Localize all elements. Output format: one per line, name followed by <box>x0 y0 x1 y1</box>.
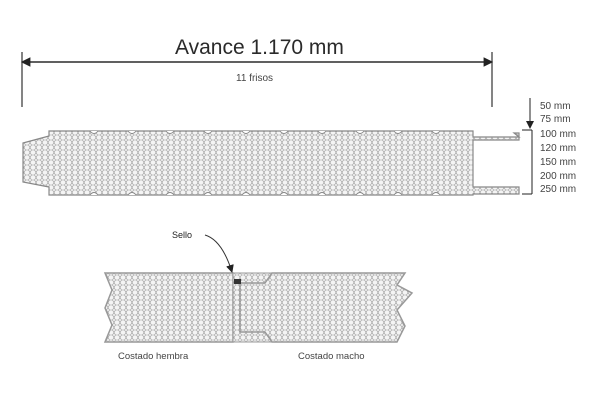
advance-width-label: Avance 1.170 mm <box>175 36 344 59</box>
male-side-label: Costado macho <box>298 351 365 362</box>
seal-mark <box>234 279 241 284</box>
female-side-label: Costado hembra <box>118 351 189 362</box>
dimension-line <box>20 52 494 107</box>
seal-label: Sello <box>172 230 193 240</box>
thickness-label: 50 mm <box>540 101 571 112</box>
thickness-label: 75 mm <box>540 114 571 125</box>
ribs-count-label: 11 frisos <box>236 73 274 84</box>
thickness-label: 120 mm <box>540 143 577 154</box>
panel-cross-section <box>22 98 534 196</box>
joint-detail <box>103 234 414 343</box>
thickness-label: 200 mm <box>540 171 577 182</box>
thickness-label: 100 mm <box>540 129 577 140</box>
thickness-label: 150 mm <box>540 157 577 168</box>
thickness-label: 250 mm <box>540 184 577 195</box>
